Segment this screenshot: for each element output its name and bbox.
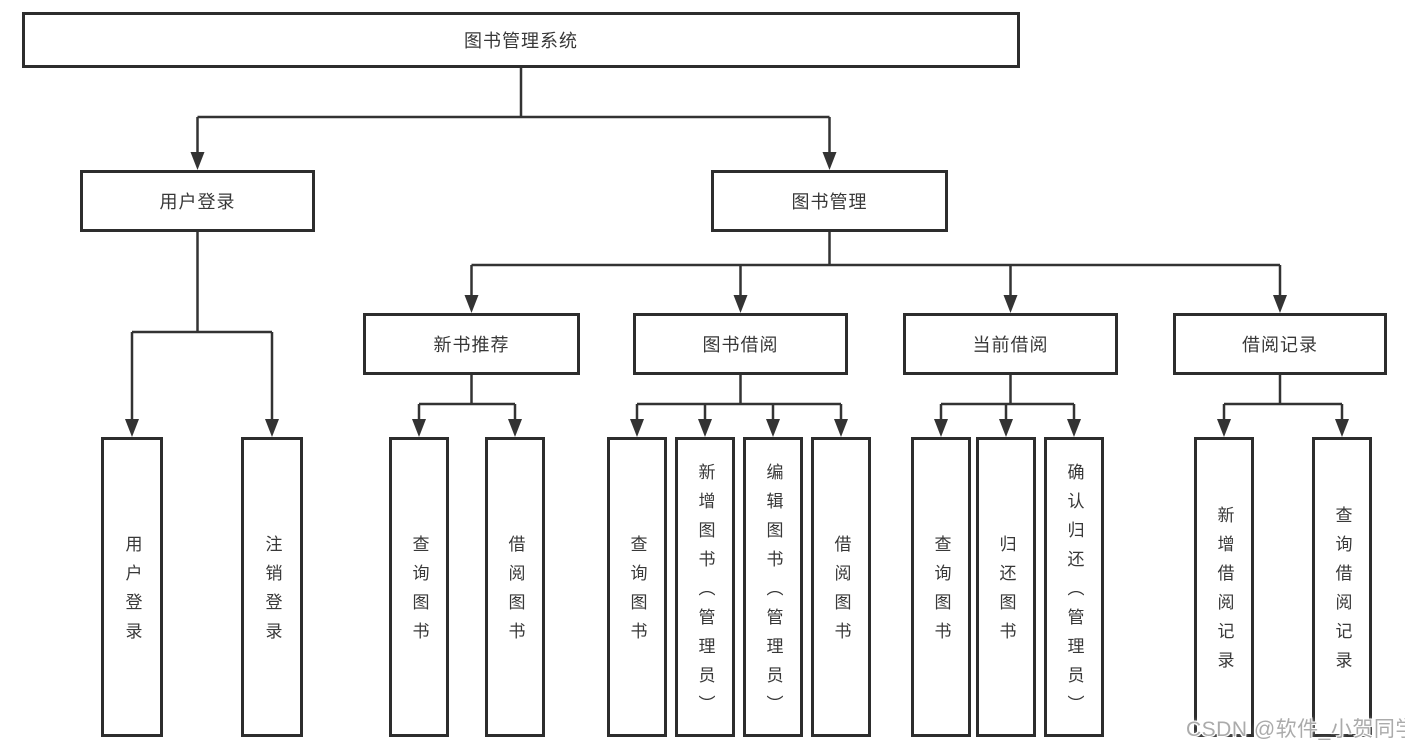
leaf-query-book-recommend: 查询图书 bbox=[389, 437, 449, 737]
leaf-query-book-current: 查询图书 bbox=[911, 437, 971, 737]
node-borrow-records: 借阅记录 bbox=[1173, 313, 1387, 375]
node-book-management: 图书管理 bbox=[711, 170, 948, 232]
connector-arrowheads bbox=[125, 152, 1349, 437]
leaf-add-book-admin-label: 新增图书（管理员） bbox=[695, 462, 715, 724]
node-new-book-recommend-label: 新书推荐 bbox=[433, 335, 510, 355]
node-book-borrow: 图书借阅 bbox=[633, 313, 848, 375]
node-root-label: 图书管理系统 bbox=[464, 31, 578, 51]
leaf-user-login: 用户登录 bbox=[101, 437, 163, 737]
leaf-confirm-return-admin-label: 确认归还（管理员） bbox=[1064, 462, 1084, 724]
node-book-management-label: 图书管理 bbox=[791, 192, 868, 212]
csdn-watermark: CSDN @软件_小贺同学 bbox=[1186, 718, 1405, 741]
leaf-add-book-admin: 新增图书（管理员） bbox=[675, 437, 735, 737]
leaf-edit-book-admin-label: 编辑图书（管理员） bbox=[763, 462, 783, 724]
leaf-borrow-book-recommend-label: 借阅图书 bbox=[505, 535, 525, 651]
node-root: 图书管理系统 bbox=[22, 12, 1020, 68]
leaf-user-login-label: 用户登录 bbox=[122, 535, 142, 651]
connector-segments bbox=[130, 68, 1344, 421]
node-book-borrow-label: 图书借阅 bbox=[702, 335, 779, 355]
leaf-add-borrow-record: 新增借阅记录 bbox=[1194, 437, 1254, 737]
node-user-login: 用户登录 bbox=[80, 170, 315, 232]
leaf-logout: 注销登录 bbox=[241, 437, 303, 737]
leaf-return-book: 归还图书 bbox=[976, 437, 1036, 737]
leaf-edit-book-admin: 编辑图书（管理员） bbox=[743, 437, 803, 737]
leaf-borrow-book-recommend: 借阅图书 bbox=[485, 437, 545, 737]
leaf-query-book-recommend-label: 查询图书 bbox=[409, 535, 429, 651]
leaf-return-book-label: 归还图书 bbox=[996, 535, 1016, 651]
leaf-logout-label: 注销登录 bbox=[262, 535, 282, 651]
leaf-confirm-return-admin: 确认归还（管理员） bbox=[1044, 437, 1104, 737]
leaf-query-borrow-record: 查询借阅记录 bbox=[1312, 437, 1372, 737]
leaf-borrow-book-label: 借阅图书 bbox=[831, 535, 851, 651]
leaf-add-borrow-record-label: 新增借阅记录 bbox=[1214, 506, 1234, 680]
node-borrow-records-label: 借阅记录 bbox=[1242, 335, 1318, 355]
node-current-borrow-label: 当前借阅 bbox=[972, 335, 1049, 355]
leaf-query-book-borrow-label: 查询图书 bbox=[627, 535, 647, 651]
node-new-book-recommend: 新书推荐 bbox=[363, 313, 580, 375]
leaf-query-book-current-label: 查询图书 bbox=[931, 535, 951, 651]
leaf-query-borrow-record-label: 查询借阅记录 bbox=[1332, 506, 1352, 680]
node-current-borrow: 当前借阅 bbox=[903, 313, 1118, 375]
leaf-query-book-borrow: 查询图书 bbox=[607, 437, 667, 737]
leaf-borrow-book: 借阅图书 bbox=[811, 437, 871, 737]
node-user-login-label: 用户登录 bbox=[159, 192, 236, 212]
